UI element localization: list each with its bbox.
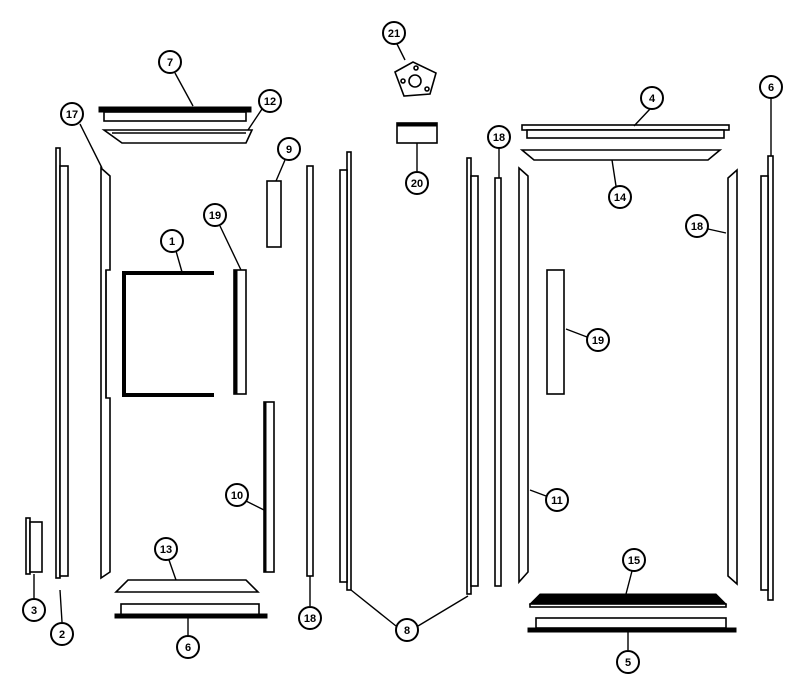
part-9-block bbox=[266, 180, 282, 248]
part-21-cam bbox=[394, 61, 437, 97]
svg-text:19: 19 bbox=[592, 335, 604, 347]
part-15-bottom-channel bbox=[528, 593, 728, 608]
part-18-rail-b bbox=[494, 177, 502, 587]
callout-5: 5 bbox=[616, 650, 640, 674]
svg-text:20: 20 bbox=[411, 178, 423, 190]
callout-13: 13 bbox=[154, 537, 178, 561]
svg-text:2: 2 bbox=[59, 629, 65, 641]
part-5-bottom-trim bbox=[527, 617, 737, 633]
svg-text:10: 10 bbox=[231, 490, 243, 502]
callout-4: 4 bbox=[640, 86, 664, 110]
part-4-top-trim bbox=[521, 124, 730, 139]
part-19-strip-left bbox=[233, 269, 247, 395]
callout-6-bottom: 6 bbox=[176, 635, 200, 659]
svg-text:7: 7 bbox=[167, 57, 173, 69]
svg-text:11: 11 bbox=[551, 495, 563, 507]
callout-10: 10 bbox=[225, 483, 249, 507]
callout-8: 8 bbox=[395, 618, 419, 642]
part-18-rail-a bbox=[306, 165, 314, 577]
part-3-bracket bbox=[25, 517, 43, 575]
callout-17: 17 bbox=[60, 102, 84, 126]
svg-text:18: 18 bbox=[691, 221, 703, 233]
svg-text:5: 5 bbox=[625, 657, 631, 669]
callout-1: 1 bbox=[160, 229, 184, 253]
part-1-u-bracket bbox=[122, 271, 214, 397]
svg-text:8: 8 bbox=[404, 625, 410, 637]
svg-text:21: 21 bbox=[388, 28, 400, 40]
callout-12: 12 bbox=[258, 89, 282, 113]
part-17-gasket bbox=[100, 166, 111, 580]
svg-text:3: 3 bbox=[31, 605, 37, 617]
part-6-bottom-trim-left bbox=[114, 603, 268, 619]
part-13-bottom-channel bbox=[114, 579, 260, 593]
callout-19-right: 19 bbox=[586, 328, 610, 352]
callout-19-left: 19 bbox=[203, 203, 227, 227]
callout-15: 15 bbox=[622, 548, 646, 572]
callout-18-top: 18 bbox=[487, 125, 511, 149]
callout-20: 20 bbox=[405, 171, 429, 195]
svg-text:6: 6 bbox=[768, 82, 774, 94]
leader-lines bbox=[33, 43, 772, 650]
part-14-top-channel bbox=[519, 149, 723, 161]
svg-text:1: 1 bbox=[169, 236, 175, 248]
callout-9: 9 bbox=[277, 137, 301, 161]
svg-text:17: 17 bbox=[66, 109, 78, 121]
callout-7: 7 bbox=[158, 50, 182, 74]
part-2-side-rail bbox=[55, 147, 69, 579]
part-18-gasket-right bbox=[727, 168, 738, 586]
svg-text:19: 19 bbox=[209, 210, 221, 222]
svg-text:12: 12 bbox=[264, 96, 276, 108]
svg-text:13: 13 bbox=[160, 544, 172, 556]
svg-text:9: 9 bbox=[286, 144, 292, 156]
part-12-top-channel bbox=[101, 129, 254, 144]
svg-text:18: 18 bbox=[493, 132, 505, 144]
callout-6-top: 6 bbox=[759, 75, 783, 99]
part-7-top-trim bbox=[98, 106, 252, 122]
callout-18-right: 18 bbox=[685, 214, 709, 238]
part-20-block bbox=[396, 122, 438, 144]
part-8-panel-right bbox=[466, 157, 479, 595]
callout-18-bottom: 18 bbox=[298, 606, 322, 630]
callout-21: 21 bbox=[382, 21, 406, 45]
svg-text:15: 15 bbox=[628, 555, 640, 567]
part-8-panel-left bbox=[339, 151, 352, 591]
part-6-side-rail-right bbox=[760, 155, 774, 601]
svg-text:14: 14 bbox=[614, 192, 627, 204]
svg-text:4: 4 bbox=[649, 93, 656, 105]
callout-2: 2 bbox=[50, 622, 74, 646]
part-10-strip bbox=[263, 401, 275, 573]
part-11-gasket bbox=[518, 166, 529, 585]
svg-text:6: 6 bbox=[185, 642, 191, 654]
part-19-strip-right bbox=[546, 269, 565, 395]
svg-text:18: 18 bbox=[304, 613, 316, 625]
callout-3: 3 bbox=[22, 598, 46, 622]
callout-14: 14 bbox=[608, 185, 632, 209]
callout-11: 11 bbox=[545, 488, 569, 512]
